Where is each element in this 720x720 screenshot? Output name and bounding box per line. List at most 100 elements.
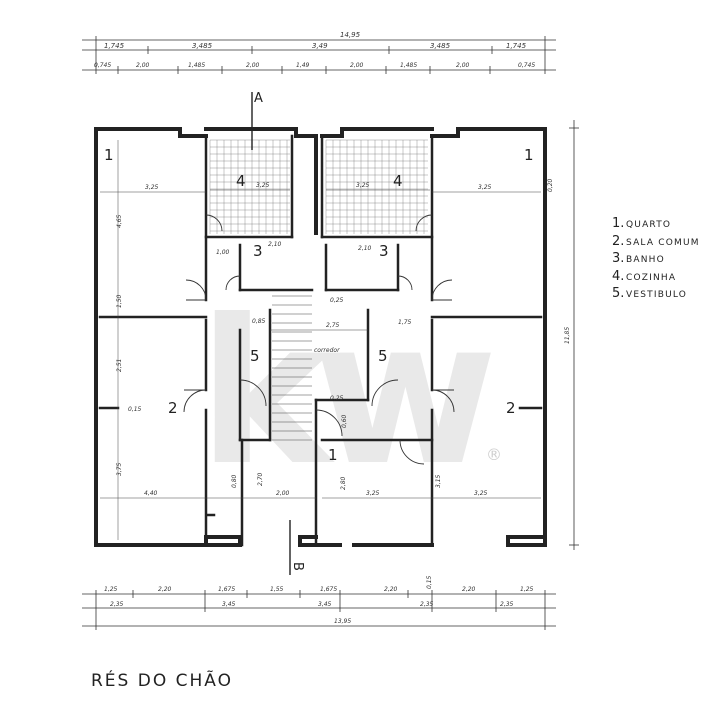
dim-small-d: 0,85: [252, 318, 266, 325]
dim-top-r2-8: 2,00: [456, 62, 470, 69]
room-quarto-center: 1: [328, 446, 338, 464]
room-sala-left: 2: [168, 399, 178, 417]
watermark-mark: ®: [486, 445, 502, 464]
room-vestibulo-left: 5: [250, 347, 260, 365]
floor-title: RÉS DO CHÃO: [91, 671, 233, 691]
section-marker-a: A: [254, 91, 263, 106]
right-dimensions: [569, 120, 579, 550]
dim-top-r1-5: 1,745: [506, 42, 527, 50]
dim-bot-r2-5: 2,35: [500, 601, 514, 608]
dim-top-r2-6: 2,00: [350, 62, 364, 69]
dim-bot-r1-8: 2,20: [462, 586, 476, 593]
stairs: [272, 295, 312, 441]
room-banho-right: 3: [379, 242, 389, 260]
room-cozinha-left: 4: [236, 172, 246, 190]
dim-top-r2-5: 1,49: [296, 62, 310, 69]
legend-number: 5.: [612, 286, 625, 301]
dim-right-top: 0,20: [547, 178, 554, 192]
dim-bot-r1-9: 1,25: [520, 586, 534, 593]
room-vestibulo-right: 5: [378, 347, 388, 365]
dim-bot-r1-2: 2,20: [158, 586, 172, 593]
bottom-dimensions: [82, 590, 556, 630]
dim-bot-r2-3: 3,45: [318, 601, 332, 608]
legend-number: 4.: [612, 268, 625, 284]
legend-number: 3.: [612, 251, 625, 266]
dim-small-h: 0,25: [330, 297, 344, 304]
legend-number: 1.: [612, 216, 625, 231]
legend-label: BANHO: [626, 255, 665, 265]
legend-number: 2.: [612, 233, 625, 249]
dim-corridor-w: 2,75: [326, 322, 340, 329]
dim-q-left-h: 4,65: [116, 214, 123, 228]
dim-bot-r1-7: 0,15: [426, 575, 433, 589]
legend-item: 4.COZINHA: [612, 269, 700, 287]
dim-bot-overall: 13,95: [334, 618, 351, 625]
dim-top-r2-7: 1,485: [400, 62, 417, 69]
dim-top-r2-9: 0,745: [518, 62, 535, 69]
dim-bot-r1-3: 1,675: [218, 586, 235, 593]
dim-s-right-w: 3,25: [474, 490, 488, 497]
top-dimensions: [82, 36, 556, 74]
legend-label: VESTIBULO: [626, 290, 688, 300]
legend-item: 1.QUARTO: [612, 216, 700, 234]
legend-label: COZINHA: [626, 272, 677, 283]
section-marker-b: B: [290, 562, 305, 571]
section-lines: [251, 92, 291, 575]
dim-small-j: 3,15: [435, 474, 442, 488]
dim-bath-r: 2,10: [358, 245, 372, 252]
dim-kitchen-r: 3,25: [356, 182, 370, 189]
dim-q-right-w: 3,25: [478, 184, 492, 191]
dim-bot-r2-1: 2,35: [110, 601, 124, 608]
dim-top-r2-1: 0,745: [94, 62, 111, 69]
legend-item: 2.SALA COMUM: [612, 234, 700, 252]
dim-bath-l: 2,10: [268, 241, 282, 248]
dim-bot-r1-5: 1,675: [320, 586, 337, 593]
legend-label: QUARTO: [626, 220, 672, 230]
dim-bot-r1-6: 2,20: [384, 586, 398, 593]
dim-small-i: 2,70: [257, 472, 264, 486]
dim-top-r1-1: 1,745: [104, 42, 125, 50]
dim-small-b: 0,25: [330, 395, 344, 402]
dim-top-r2-4: 2,00: [246, 62, 260, 69]
door-swings: [183, 214, 455, 465]
dim-bot-r2-2: 3,45: [222, 601, 236, 608]
legend-item: 5.VESTIBULO: [612, 286, 700, 304]
dim-bot-r1-4: 1,55: [270, 586, 284, 593]
dim-top-overall: 14,95: [340, 31, 361, 39]
dim-top-r2-2: 2,00: [136, 62, 150, 69]
dim-small-k: 0,80: [231, 474, 238, 488]
legend-label: SALA COMUM: [626, 237, 700, 248]
kitchen-tiles: [209, 139, 428, 234]
walls: [94, 127, 547, 547]
dim-small-l: 2,80: [340, 476, 347, 490]
legend-item: 3.BANHO: [612, 251, 700, 269]
dim-bot-r2-4: 2,35: [420, 601, 434, 608]
dim-top-r1-2: 3,485: [192, 42, 213, 50]
dim-kitchen-l: 3,25: [256, 182, 270, 189]
dim-small-a: 0,15: [128, 406, 142, 413]
dim-s-left-w: 4,40: [144, 490, 158, 497]
dim-center-w: 3,25: [366, 490, 380, 497]
dim-small-f: 1,50: [116, 294, 123, 308]
dim-bot-r1-1: 1,25: [104, 586, 118, 593]
room-banho-left: 3: [253, 242, 263, 260]
room-cozinha-right: 4: [393, 172, 403, 190]
dim-s-left-h: 3,75: [116, 462, 123, 476]
label-corredor: corredor: [314, 347, 340, 354]
dim-small-e: 2,51: [116, 359, 123, 372]
dim-top-r2-3: 1,485: [188, 62, 205, 69]
dim-small-c: 1,00: [216, 249, 230, 256]
room-quarto-left: 1: [104, 146, 114, 164]
dim-stair: 2,00: [276, 490, 290, 497]
room-quarto-right: 1: [524, 146, 534, 164]
dim-right-overall: 11,85: [564, 327, 571, 344]
room-sala-right: 2: [506, 399, 516, 417]
dim-top-r1-4: 3,485: [430, 42, 451, 50]
dim-vest-r: 1,75: [398, 319, 412, 326]
dim-q-left-w: 3,25: [145, 184, 159, 191]
interior-dim-lines: [100, 140, 541, 540]
dim-small-g: 0,60: [341, 414, 348, 428]
dim-top-r1-3: 3,49: [312, 42, 328, 50]
